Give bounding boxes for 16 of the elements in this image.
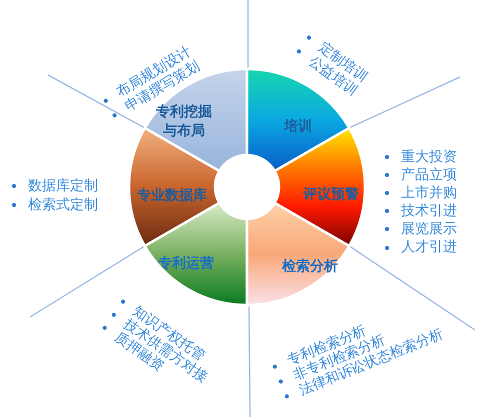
segment-label: 检索分析 xyxy=(280,258,339,276)
segment-label: 专业数据库 xyxy=(136,186,208,206)
list-item: 数据库定制 xyxy=(28,178,98,194)
list-item: 重大投资 xyxy=(401,149,457,166)
segment-label: 评议预警 xyxy=(302,186,360,204)
list-item: 展览展示 xyxy=(401,221,457,238)
donut-segment xyxy=(247,203,350,305)
segment-label: 培训 xyxy=(282,118,313,136)
list-item: 上市并购 xyxy=(401,185,457,202)
donut-segment xyxy=(144,203,247,305)
segment-label: 专利运营 xyxy=(157,254,215,274)
list-item: 检索式定制 xyxy=(28,197,98,214)
segment-label: 专利挖掘与布局 xyxy=(155,103,213,141)
list-item: 产品立项 xyxy=(401,167,457,184)
list-item: 技术引进 xyxy=(401,203,457,220)
list-item: 人才引进 xyxy=(401,239,457,256)
